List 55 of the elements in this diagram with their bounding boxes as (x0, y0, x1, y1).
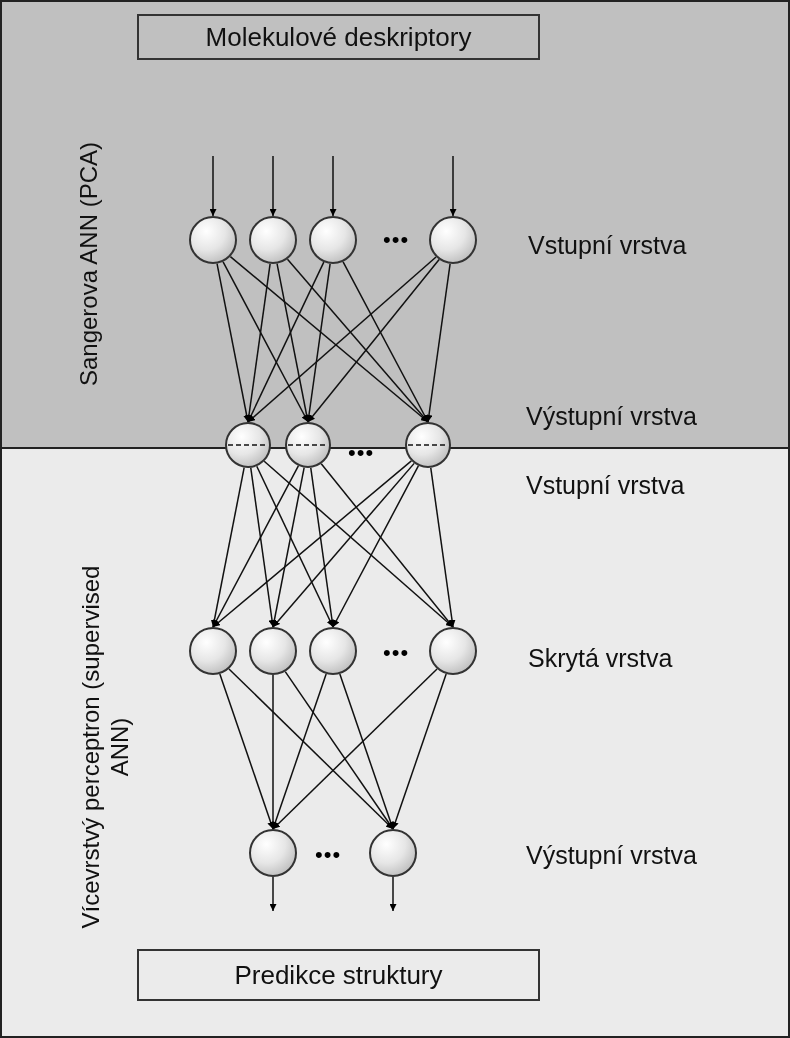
arrow (270, 466, 305, 628)
arrow (219, 673, 275, 830)
neuron-circle (249, 627, 297, 675)
arrow (310, 467, 336, 628)
neuron-circle (369, 829, 417, 877)
neuron-circle (249, 829, 297, 877)
section-title: Vícevrstvý perceptron (supervised ANN) (76, 564, 134, 931)
arrow (212, 460, 413, 628)
neuron-circle (429, 627, 477, 675)
arrow (269, 155, 277, 217)
arrow (228, 668, 394, 830)
arrow (272, 668, 438, 830)
arrow (256, 465, 334, 628)
arrow (449, 155, 457, 217)
section-title: Sangerova ANN (PCA) (74, 140, 103, 389)
arrow (332, 465, 420, 628)
arrow (307, 258, 440, 423)
arrow (342, 261, 429, 423)
neuron-circle (249, 216, 297, 264)
layer-label: Skrytá vrstva (528, 643, 673, 673)
arrow (329, 155, 337, 217)
arrow (339, 673, 395, 830)
arrow (209, 155, 217, 217)
layer-label: Vstupní vrstva (526, 470, 685, 500)
arrow (284, 670, 394, 830)
arrow (250, 467, 276, 628)
arrow (212, 465, 300, 628)
arrow (210, 466, 245, 628)
arrow (286, 258, 429, 423)
arrow (320, 463, 454, 628)
neuron-circle (309, 216, 357, 264)
layer-label: Výstupní vrstva (526, 401, 697, 431)
label-box: Molekulové deskriptory (137, 14, 540, 60)
layer-label: Výstupní vrstva (526, 840, 697, 870)
neuron-circle (189, 216, 237, 264)
ellipsis: ••• (383, 640, 410, 666)
neuron-circle (309, 627, 357, 675)
arrow (430, 467, 456, 628)
section-band (0, 447, 790, 1038)
ellipsis: ••• (348, 440, 375, 466)
section-band (0, 0, 790, 449)
arrow (389, 876, 397, 912)
neuron-circle (189, 627, 237, 675)
arrow (391, 673, 447, 830)
arrow (305, 263, 331, 423)
arrow (263, 460, 454, 628)
layer-label: Vstupní vrstva (528, 230, 687, 260)
arrow (425, 263, 451, 423)
arrow (222, 261, 309, 423)
neuron-circle (429, 216, 477, 264)
arrow (272, 462, 415, 628)
label-box: Predikce struktury (137, 949, 540, 1001)
arrow (269, 876, 277, 912)
ellipsis: ••• (383, 227, 410, 253)
ellipsis: ••• (315, 842, 342, 868)
